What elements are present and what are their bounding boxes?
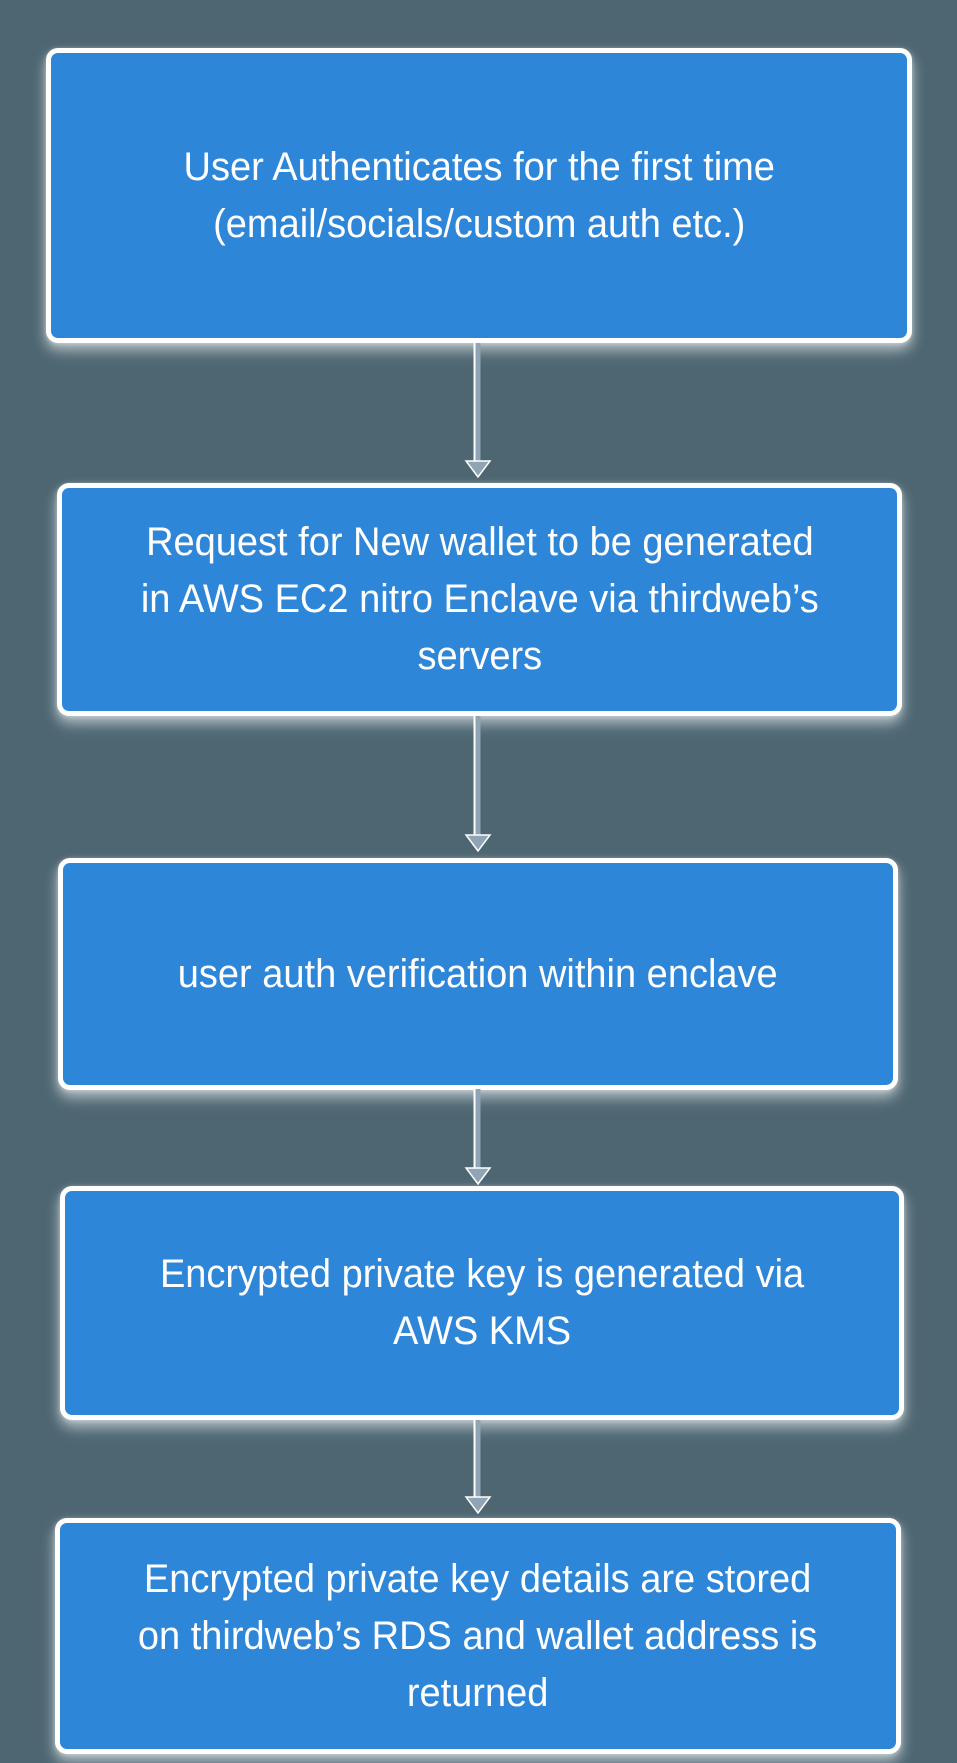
- label-line: Encrypted private key is generated via: [159, 1252, 805, 1296]
- down-arrow-icon: [464, 1420, 492, 1514]
- flow-node-key-generated: Encrypted private key is generated via A…: [60, 1186, 904, 1420]
- down-arrow-icon: [464, 716, 492, 852]
- down-arrow-icon: [464, 343, 492, 478]
- label-line: Encrypted private key details are stored: [144, 1556, 812, 1601]
- flow-node-label: Encrypted private key is generated via A…: [160, 1246, 804, 1360]
- flow-node-key-stored: Encrypted private key details are stored…: [55, 1518, 901, 1754]
- flow-node-label: Request for New wallet to be generated i…: [141, 514, 819, 685]
- down-arrow-icon: [464, 1089, 492, 1185]
- flow-node-label: Encrypted private key details are stored…: [138, 1551, 817, 1722]
- label-line: returned: [407, 1670, 549, 1715]
- label-line: User Authenticates for the first time: [183, 144, 775, 189]
- flow-node-auth-verification: user auth verification within enclave: [58, 858, 898, 1090]
- flow-node-request-new-wallet: Request for New wallet to be generated i…: [57, 483, 902, 716]
- label-line: on thirdweb’s RDS and wallet address is: [138, 1613, 818, 1658]
- label-line: Request for New wallet to be generated: [145, 520, 814, 564]
- label-line: (email/socials/custom auth etc.): [212, 201, 746, 246]
- label-line: servers: [417, 634, 542, 678]
- label-line: in AWS EC2 nitro Enclave via thirdweb’s: [140, 577, 819, 621]
- flow-node-user-authenticates: User Authenticates for the first time (e…: [46, 48, 912, 343]
- label-line: user auth verification within enclave: [178, 951, 778, 996]
- label-line: AWS KMS: [392, 1309, 572, 1353]
- flow-node-label: User Authenticates for the first time (e…: [183, 139, 774, 253]
- flow-node-label: user auth verification within enclave: [178, 946, 778, 1003]
